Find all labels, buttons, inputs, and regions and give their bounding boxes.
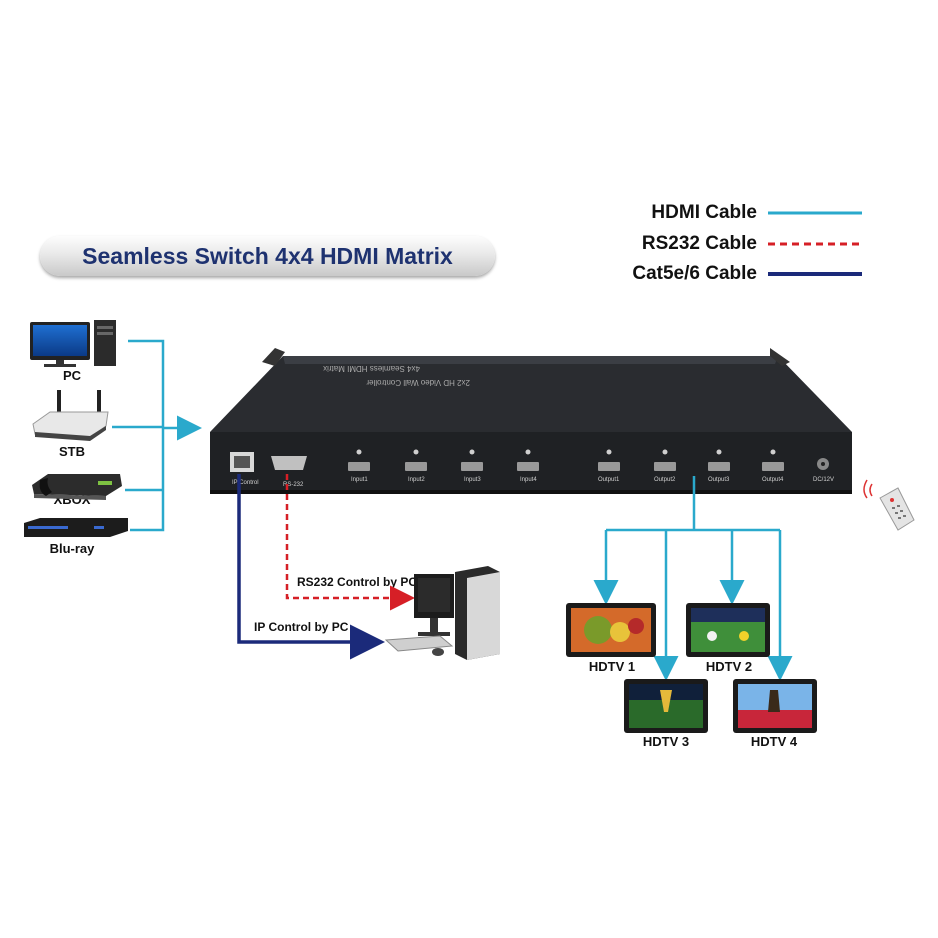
control-pc-icon	[384, 566, 500, 660]
hdtv1-label: HDTV 1	[588, 659, 636, 674]
port-label-input4: Input4	[520, 477, 537, 483]
source-label-bluray: Blu-ray	[49, 541, 95, 556]
source-hdmi-lines	[112, 339, 202, 532]
port-label-input2: Input2	[408, 477, 425, 483]
title-banner: Seamless Switch 4x4 HDMI Matrix	[40, 236, 495, 276]
legend-hdmi-label: HDMI Cable	[651, 202, 757, 223]
ip-control-label: IP Control by PC	[254, 620, 349, 634]
hdtv2-label: HDTV 2	[705, 659, 753, 674]
port-label-input3: Input3	[464, 477, 481, 483]
desktop-pc-icon	[30, 320, 116, 367]
serial-port-icon	[271, 456, 307, 470]
hdtv4-icon	[733, 679, 817, 733]
hdtv3-label: HDTV 3	[642, 734, 690, 749]
hdmi-port-icons	[348, 462, 784, 471]
output-hdmi-lines	[593, 476, 793, 681]
led-indicators	[356, 449, 776, 455]
matrix-switch-device: 4x4 Seamless HDMI Matrix 2x2 HD Video Wa…	[210, 348, 852, 494]
port-label-ip: IP Control	[232, 480, 259, 486]
port-label-rs232: RS-232	[283, 482, 304, 488]
cat5-cable-line	[237, 474, 385, 660]
rs232-control-label: RS232 Control by PC	[297, 575, 418, 589]
remote-control-icon	[863, 479, 915, 531]
hdtv3-icon	[624, 679, 708, 733]
port-label-input1: Input1	[351, 477, 368, 483]
device-top-text-1: 4x4 Seamless HDMI Matrix	[323, 364, 420, 373]
port-label-output1: Output1	[598, 477, 620, 483]
source-label-pc: PC	[62, 368, 82, 383]
port-label-output4: Output4	[762, 477, 784, 483]
port-label-output2: Output2	[654, 477, 676, 483]
diagram-title: Seamless Switch 4x4 HDMI Matrix	[82, 243, 453, 269]
bluray-player-icon	[24, 518, 128, 537]
legend-rs232-label: RS232 Cable	[641, 233, 757, 254]
device-top-text-2: 2x2 HD Video Wall Controller	[366, 378, 470, 387]
hdtv4-label: HDTV 4	[750, 734, 798, 749]
router-box-icon	[32, 390, 109, 441]
source-label-stb: STB	[59, 444, 85, 459]
hdtv2-icon	[686, 603, 770, 657]
legend-cat5-label: Cat5e/6 Cable	[632, 263, 757, 284]
port-label-dc: DC/12V	[813, 477, 834, 483]
port-label-output3: Output3	[708, 477, 730, 483]
rs232-cable-line	[285, 474, 415, 611]
hdtv1-icon	[566, 603, 656, 657]
game-console-icon	[32, 474, 122, 500]
